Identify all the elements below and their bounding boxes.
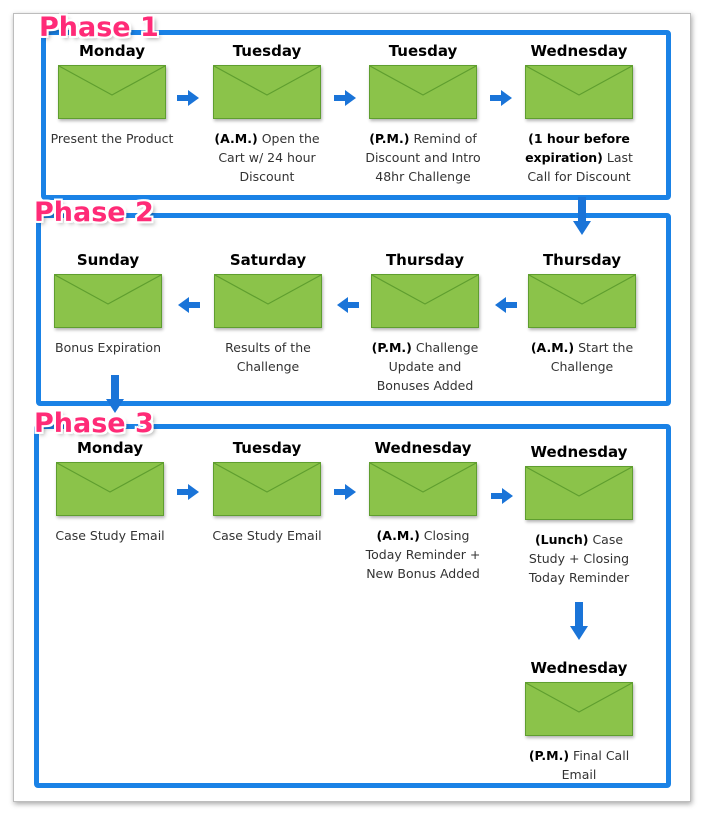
- arrow-down-icon: [570, 602, 588, 640]
- email-description: (A.M.) Closing Today Reminder + New Bonu…: [365, 528, 481, 581]
- phase-3-email-5: Wednesday (P.M.) Final Call Email: [516, 658, 642, 784]
- email-day: Monday: [78, 42, 146, 60]
- envelope-icon: [56, 462, 164, 516]
- email-day: Saturday: [229, 251, 307, 269]
- arrow-down-icon: [106, 375, 124, 413]
- phase-2-box: [36, 213, 671, 406]
- email-day: Wednesday: [530, 659, 628, 677]
- email-day: Monday: [76, 439, 144, 457]
- phase-3-email-2: Tuesday Case Study Email: [204, 438, 330, 545]
- email-day: Tuesday: [388, 42, 458, 60]
- email-day: Wednesday: [530, 42, 628, 60]
- email-day: Wednesday: [374, 439, 472, 457]
- arrow-right-icon: [334, 90, 356, 106]
- email-day: Tuesday: [232, 439, 302, 457]
- envelope-icon: [369, 65, 477, 119]
- email-day: Tuesday: [232, 42, 302, 60]
- email-description: (P.M.) Challenge Update and Bonuses Adde…: [371, 340, 479, 393]
- arrow-right-icon: [177, 90, 199, 106]
- diagram-frame: Monday Present the Product Tuesday (A.M.…: [13, 13, 691, 802]
- phase-3-email-1: Monday Case Study Email: [47, 438, 173, 545]
- phase-3-label: Phase 3: [34, 408, 154, 439]
- phase-1-email-3: Tuesday (P.M.) Remind of Discount and In…: [360, 41, 486, 186]
- email-description: (1 hour before expiration) Last Call for…: [525, 131, 633, 184]
- email-description: (A.M.) Start the Challenge: [530, 340, 634, 374]
- envelope-icon: [54, 274, 162, 328]
- phase-2-email-sunday: Sunday Bonus Expiration: [45, 250, 171, 357]
- email-day: Wednesday: [530, 443, 628, 461]
- arrow-left-icon: [337, 297, 359, 313]
- arrow-right-icon: [491, 488, 513, 504]
- email-day: Thursday: [385, 251, 465, 269]
- phase-2-email-thursday-am: Thursday (A.M.) Start the Challenge: [519, 250, 645, 376]
- arrow-right-icon: [334, 484, 356, 500]
- email-description: Case Study Email: [55, 528, 165, 543]
- email-description: Present the Product: [50, 131, 174, 146]
- envelope-icon: [214, 274, 322, 328]
- arrow-right-icon: [490, 90, 512, 106]
- phase-2-label: Phase 2: [34, 197, 154, 228]
- phase-2-email-thursday-pm: Thursday (P.M.) Challenge Update and Bon…: [362, 250, 488, 395]
- email-day: Sunday: [76, 251, 140, 269]
- envelope-icon: [369, 462, 477, 516]
- arrow-down-icon: [573, 197, 591, 235]
- email-day: Thursday: [542, 251, 622, 269]
- envelope-icon: [371, 274, 479, 328]
- phase-3-email-3: Wednesday (A.M.) Closing Today Reminder …: [360, 438, 486, 583]
- phase-1-email-4: Wednesday (1 hour before expiration) Las…: [516, 41, 642, 186]
- envelope-icon: [525, 682, 633, 736]
- envelope-icon: [528, 274, 636, 328]
- arrow-right-icon: [177, 484, 199, 500]
- arrow-left-icon: [495, 297, 517, 313]
- phase-1-box: [41, 30, 671, 200]
- phase-2-email-saturday: Saturday Results of the Challenge: [205, 250, 331, 376]
- arrow-left-icon: [178, 297, 200, 313]
- envelope-icon: [213, 462, 321, 516]
- phase-3-email-4: Wednesday (Lunch) Case Study + Closing T…: [516, 442, 642, 587]
- email-description: Results of the Challenge: [225, 340, 311, 374]
- email-description: Case Study Email: [212, 528, 322, 543]
- email-description: (P.M.) Remind of Discount and Intro 48hr…: [365, 131, 481, 184]
- email-description: Bonus Expiration: [55, 340, 161, 355]
- phase-3-box: [34, 424, 671, 788]
- email-description: (Lunch) Case Study + Closing Today Remin…: [528, 532, 630, 585]
- envelope-icon: [213, 65, 321, 119]
- phase-1-label: Phase 1: [39, 12, 159, 43]
- email-description: (A.M.) Open the Cart w/ 24 hour Discount: [214, 131, 320, 184]
- phase-1-email-2: Tuesday (A.M.) Open the Cart w/ 24 hour …: [204, 41, 330, 186]
- email-description: (P.M.) Final Call Email: [528, 748, 630, 782]
- phase-1-email-1: Monday Present the Product: [49, 41, 175, 148]
- envelope-icon: [525, 466, 633, 520]
- envelope-icon: [525, 65, 633, 119]
- envelope-icon: [58, 65, 166, 119]
